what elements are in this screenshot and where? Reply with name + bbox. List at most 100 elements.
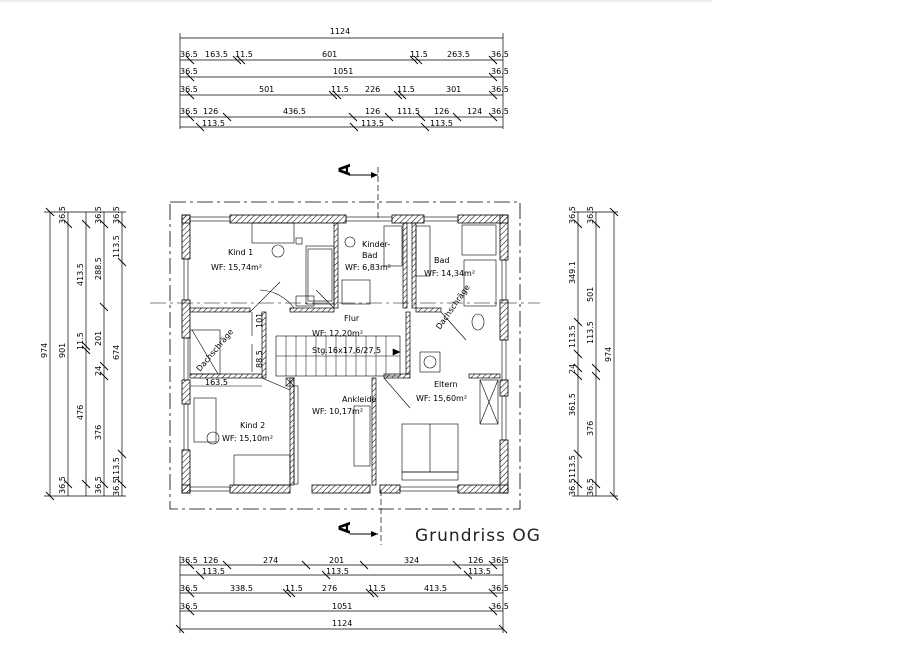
dim-top-r2-2: 11.5 <box>235 50 253 59</box>
washbasin-icon <box>383 225 403 267</box>
dim-top-r3-0: 36.5 <box>180 67 198 76</box>
room-area-bad: WF: 14,34m² <box>424 269 475 278</box>
dim-bot-r3-3: 276 <box>322 584 337 593</box>
room-name-eltern: Eltern <box>434 380 458 389</box>
bottom-dimension-labels: 36.5 126 274 201 324 126 36.5 113.5 113.… <box>180 556 509 628</box>
duct <box>285 377 295 387</box>
section-marker-bottom: A <box>335 490 382 545</box>
dim-bot-r3-1: 338.5 <box>230 584 253 593</box>
dim-left-a2: 11.5 <box>76 332 85 350</box>
desk-kind1 <box>251 222 295 244</box>
dim-top-r5-6: 124 <box>467 107 482 116</box>
dim-bot-r1-5: 126 <box>468 556 483 565</box>
dim-top-r3-1: 1051 <box>333 67 353 76</box>
dim-left-a4: 36.5 <box>58 476 67 494</box>
dim-top-total: 1124 <box>330 27 350 36</box>
drawing-title: Grundriss OG <box>415 526 541 546</box>
dim-bot-r2-1: 113.5 <box>326 567 349 576</box>
room-area-kind1: WF: 15,74m² <box>211 263 262 272</box>
room-area-kind2: WF: 15,10m² <box>222 434 273 443</box>
dim-left-d3: 36.5 <box>112 478 121 496</box>
right-dimension-chain <box>572 207 619 501</box>
room-name-kind1: Kind 1 <box>228 248 253 257</box>
dim-top-r4-3: 226 <box>365 85 380 94</box>
inner-dim-1: 101 <box>255 313 264 328</box>
inner-dim-3: 163.5 <box>205 378 228 387</box>
dim-top-r5-4: 111.5 <box>397 107 420 116</box>
dim-bot-r1-1: 126 <box>203 556 218 565</box>
section-letter-bottom: A <box>335 521 354 534</box>
dim-bot-r3-0: 36.5 <box>180 584 198 593</box>
dim-bot-r1-3: 201 <box>329 556 344 565</box>
dim-top-r2-0: 36.5 <box>180 50 198 59</box>
bottom-dimension-chain <box>175 556 508 634</box>
windows <box>183 216 507 492</box>
section-letter-top: A <box>335 163 354 176</box>
dim-bot-r3-6: 36.5 <box>491 584 509 593</box>
room-area-kinderbad: WF: 6,83m² <box>345 263 391 272</box>
dim-left-total: 974 <box>40 343 49 358</box>
dim-top-r2-3: 601 <box>322 50 337 59</box>
left-dimension-chain <box>44 207 127 501</box>
dim-top-r5-1: 126 <box>203 107 218 116</box>
dim-top-r4-4: 11.5 <box>397 85 415 94</box>
roof-note-left: Dachschräge <box>195 327 236 373</box>
inner-dims: 101 88.5 163.5 <box>190 312 264 387</box>
room-name-kind2: Kind 2 <box>240 421 265 430</box>
room-name-kinderbad-2: Bad <box>362 251 377 260</box>
dim-top-r6-1: 113.5 <box>361 119 384 128</box>
dim-top-r5-7: 36.5 <box>491 107 509 116</box>
wardrobe-eltern <box>479 379 499 425</box>
dim-top-r3-2: 36.5 <box>491 67 509 76</box>
dim-left-b1: 288.5 <box>94 257 103 280</box>
dim-left-d0: 36.5 <box>112 206 121 224</box>
dim-bot-total: 1124 <box>332 619 352 628</box>
dim-left-mid: 901 <box>58 343 67 358</box>
dim-top-r5-2: 436.5 <box>283 107 306 116</box>
roof-note-right: Dachschräge <box>434 283 471 331</box>
dim-left-b5: 36.5 <box>94 476 103 494</box>
dim-left-d1: 113.5 <box>112 235 121 258</box>
dim-bot-r1-0: 36.5 <box>180 556 198 565</box>
dim-top-r2-6: 36.5 <box>491 50 509 59</box>
room-area-ankleide: WF: 10,17m² <box>312 407 363 416</box>
dim-right-a0: 36.5 <box>568 206 577 224</box>
desk-kind2 <box>193 397 217 443</box>
bathtub-bad <box>461 224 497 256</box>
dim-left-a1: 413.5 <box>76 263 85 286</box>
dim-bot-r1-6: 36.5 <box>491 556 509 565</box>
dim-bot-r1-2: 274 <box>263 556 278 565</box>
dim-right-a2: 113.5 <box>568 325 577 348</box>
dim-right-a3: 24 <box>568 364 577 374</box>
dim-left-a3: 476 <box>76 405 85 420</box>
dim-left-b0: 36.5 <box>94 206 103 224</box>
dim-top-r6-2: 113.5 <box>430 119 453 128</box>
dim-bot-r2-2: 113.5 <box>468 567 491 576</box>
chair-icon <box>271 244 285 258</box>
dim-right-a5: 113.5 <box>568 455 577 478</box>
room-name-flur: Flur <box>344 314 360 323</box>
dim-top-r2-4: 11.5 <box>410 50 428 59</box>
dim-left-c0: 674 <box>112 345 121 360</box>
roof-outline <box>169 201 521 510</box>
dim-right-a6: 36.5 <box>568 478 577 496</box>
fixtures <box>189 222 499 486</box>
dim-right-c1: 113.5 <box>586 321 595 344</box>
dim-bot-r4-2: 36.5 <box>491 602 509 611</box>
dim-top-r5-0: 36.5 <box>180 107 198 116</box>
dim-right-total: 974 <box>604 347 613 362</box>
dim-bot-r1-4: 324 <box>404 556 419 565</box>
dim-top-r4-2: 11.5 <box>331 85 349 94</box>
dim-right-b0: 501 <box>586 287 595 302</box>
dim-top-r5-5: 126 <box>434 107 449 116</box>
toilet-bad-icon <box>471 313 485 331</box>
shower-bad <box>463 259 497 307</box>
dim-right-a1: 349.1 <box>568 261 577 284</box>
dim-top-r4-5: 301 <box>446 85 461 94</box>
section-marker-top: A <box>335 163 379 220</box>
right-dimension-labels: 974 36.5 349.1 113.5 24 361.5 113.5 36.5… <box>568 206 613 496</box>
dim-bot-r3-4: 11.5 <box>368 584 386 593</box>
dim-bot-r2-0: 113.5 <box>202 567 225 576</box>
dim-top-r2-5: 263.5 <box>447 50 470 59</box>
